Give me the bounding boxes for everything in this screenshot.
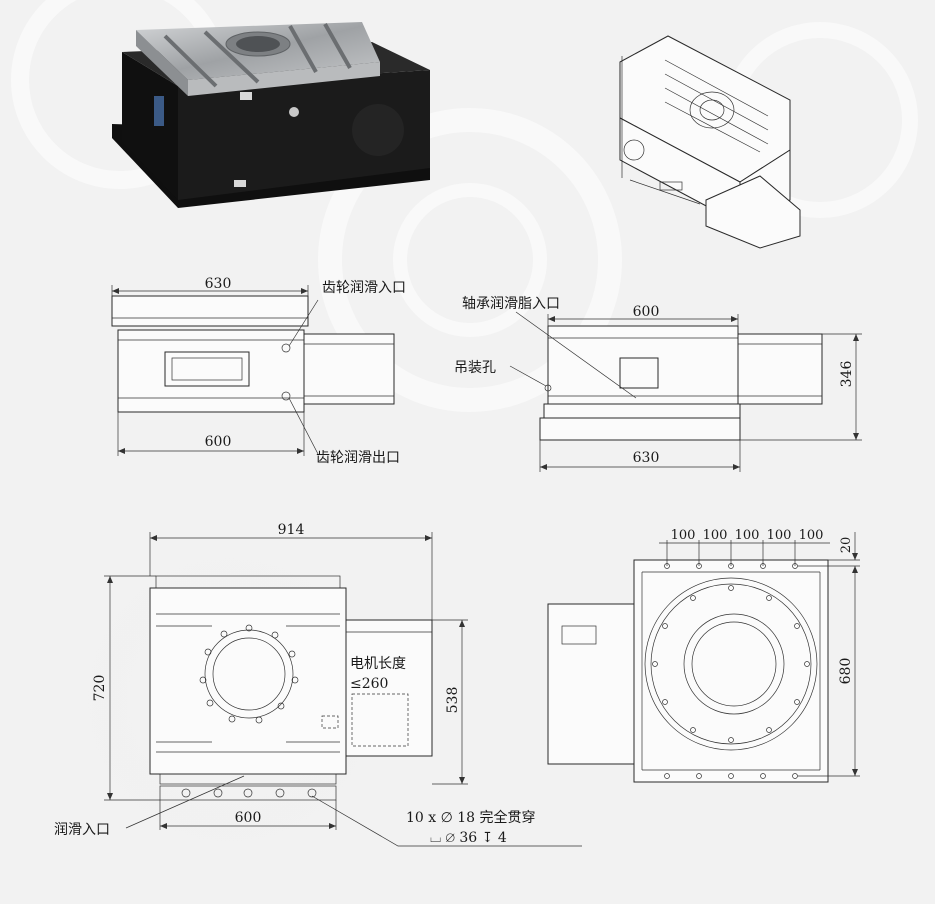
hole-spec-line1: 10 x ∅ 18 完全贯穿 (406, 809, 536, 826)
pitch-1: 100 (671, 528, 696, 543)
pitch-3: 100 (735, 528, 760, 543)
pitch-5: 100 (799, 528, 824, 543)
rotary-table-photo (112, 22, 430, 208)
side-height: 346 (839, 361, 855, 388)
hole-spec-line2: ⌴ ∅ 36 ↧ 4 (430, 830, 507, 846)
motor-length-label: 电机长度 (350, 656, 406, 672)
label-gear-inlet: 齿轮润滑入口 (322, 279, 406, 296)
motor-length-value: ≤260 (350, 676, 388, 692)
side-view: 600 630 346 轴承润滑脂入口 吊装孔 (454, 295, 862, 472)
plan-view: 914 720 538 600 电机长度 ≤260 润滑入口 10 x ∅ 18… (54, 522, 582, 847)
front-width-top: 630 (205, 276, 232, 292)
side-width-bottom: 630 (633, 450, 660, 466)
front-width-bottom: 600 (205, 434, 232, 450)
label-gear-outlet: 齿轮润滑出口 (316, 449, 400, 466)
plan-motor-height: 538 (445, 687, 461, 714)
label-lube-inlet: 润滑入口 (54, 821, 110, 838)
bottom-height: 680 (838, 658, 854, 685)
plan-height-total: 720 (92, 675, 108, 702)
plan-width-total: 914 (278, 522, 305, 538)
pitch-2: 100 (703, 528, 728, 543)
edge-offset: 20 (839, 537, 854, 554)
label-bearing-grease: 轴承润滑脂入口 (462, 295, 560, 312)
side-width-top: 600 (633, 304, 660, 320)
pitch-4: 100 (767, 528, 792, 543)
label-lifting-hole: 吊装孔 (454, 360, 496, 376)
bottom-view: 100 100 100 100 100 20 680 (547, 528, 860, 783)
isometric-line-drawing (619, 35, 801, 249)
bottom-bolt-ring (652, 585, 810, 743)
front-view: 630 600 齿轮润滑入口 齿轮润滑出口 (111, 276, 406, 466)
bolt-circle-holes (199, 624, 299, 724)
plan-width-bottom: 600 (235, 810, 262, 826)
bottom-mount-holes (159, 785, 337, 801)
